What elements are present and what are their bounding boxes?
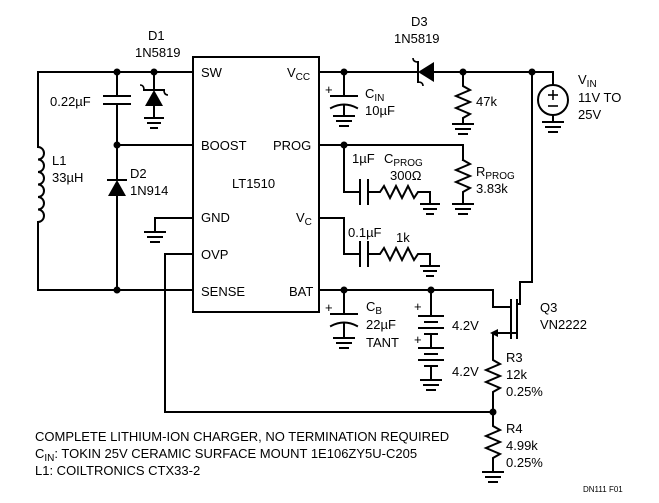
diode-d1 xyxy=(139,71,169,129)
r47k-value: 47k xyxy=(476,94,497,109)
sw-node-wiring xyxy=(37,68,194,294)
r4-tolerance: 0.25% xyxy=(506,455,543,470)
vc-network xyxy=(318,217,440,277)
diode-d2 xyxy=(107,144,194,291)
prog-network xyxy=(318,141,474,215)
mosfet-q3 xyxy=(490,299,521,351)
pin-vcc: VCC xyxy=(287,65,310,83)
d2-value: 1N914 xyxy=(130,183,168,198)
gnd-pin-ground xyxy=(144,217,194,243)
pin-sense: SENSE xyxy=(201,284,245,299)
vin-ref: VIN xyxy=(578,72,597,90)
figure-id: DN111 F01 xyxy=(583,485,623,494)
vin-to-q3-drain-wire xyxy=(519,71,533,301)
d3-ref: D3 xyxy=(411,14,428,29)
pin-bat: BAT xyxy=(289,284,313,299)
resistor-r3 xyxy=(483,349,503,413)
pin-sw: SW xyxy=(201,65,223,80)
note-line-3: L1: COILTRONICS CTX33-2 xyxy=(35,463,200,478)
pin-vc: VC xyxy=(296,210,312,228)
cb-ref: CB xyxy=(366,299,382,317)
cb-type: TANT xyxy=(366,335,399,350)
cprog-cap-value: 1µF xyxy=(352,151,375,166)
pin-gnd: GND xyxy=(201,210,230,225)
battery2-voltage: 4.2V xyxy=(452,364,479,379)
capacitor-cin: + xyxy=(325,71,359,127)
rprog-ref: RPROG xyxy=(476,164,515,182)
cin-value: 10µF xyxy=(365,103,395,118)
note-line-1: COMPLETE LITHIUM-ION CHARGER, NO TERMINA… xyxy=(35,429,449,444)
d3-value: 1N5819 xyxy=(394,31,440,46)
d1-value: 1N5819 xyxy=(135,45,181,60)
battery1-voltage: 4.2V xyxy=(452,318,479,333)
boost-cap-value: 0.22µF xyxy=(50,94,91,109)
capacitor-boost xyxy=(103,71,131,146)
svg-text:+: + xyxy=(325,300,333,315)
d1-ref: D1 xyxy=(148,28,165,43)
ic-name: LT1510 xyxy=(232,176,275,191)
cvc-res-value: 1k xyxy=(396,230,410,245)
r3-value: 12k xyxy=(506,367,527,382)
cprog-ref: CPROG xyxy=(384,151,423,169)
q3-value: VN2222 xyxy=(540,317,587,332)
rprog-value: 3.83k xyxy=(476,181,508,196)
inductor-l1 xyxy=(36,145,45,224)
svg-text:+: + xyxy=(414,299,422,314)
note-line-2: CIN: TOKIN 25V CERAMIC SURFACE MOUNT 1E1… xyxy=(35,446,417,464)
cvc-cap-value: 0.1µF xyxy=(348,225,382,240)
svg-text:+: + xyxy=(414,332,422,347)
vin-value-line1: 11V TO xyxy=(578,90,621,105)
vin-source xyxy=(531,71,569,133)
resistor-47k xyxy=(452,71,474,135)
battery-stack: + + xyxy=(414,289,444,391)
ovp-feedback-wire xyxy=(164,253,494,413)
svg-text:+: + xyxy=(325,82,333,97)
capacitor-cb: + xyxy=(325,289,359,349)
vin-value-line2: 25V xyxy=(578,107,601,122)
r4-ref: R4 xyxy=(506,421,523,436)
l1-value: 33µH xyxy=(52,170,83,185)
cprog-res-value: 300Ω xyxy=(390,168,422,183)
diode-d3 xyxy=(404,57,533,87)
q3-ref: Q3 xyxy=(540,300,557,315)
r3-tolerance: 0.25% xyxy=(506,384,543,399)
cin-ref: CIN xyxy=(365,86,384,104)
bat-wire xyxy=(318,289,494,308)
pin-boost: BOOST xyxy=(201,138,247,153)
pin-ovp: OVP xyxy=(201,247,228,262)
cb-value: 22µF xyxy=(366,317,396,332)
r3-ref: R3 xyxy=(506,350,523,365)
lt1510-ic-body xyxy=(192,56,320,313)
pin-prog: PROG xyxy=(273,138,311,153)
l1-ref: L1 xyxy=(52,153,66,168)
d2-ref: D2 xyxy=(130,166,147,181)
r4-value: 4.99k xyxy=(506,438,538,453)
resistor-r4 xyxy=(482,411,504,483)
